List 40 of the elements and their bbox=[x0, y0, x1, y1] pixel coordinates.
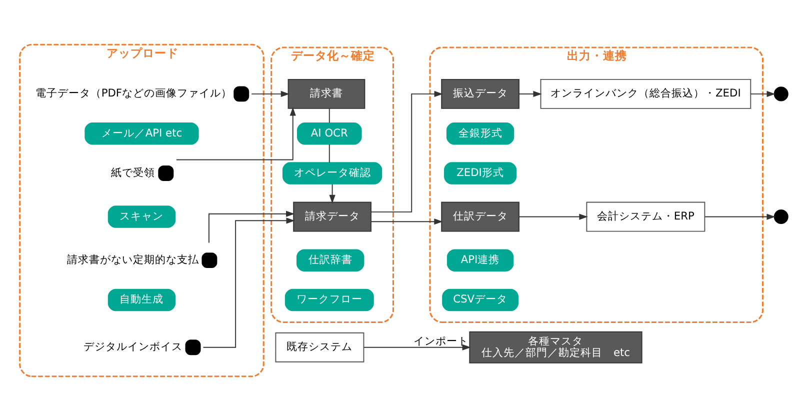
arrow bbox=[176, 106, 296, 160]
arrow bbox=[518, 90, 542, 96]
arrow bbox=[363, 344, 471, 350]
arrow bbox=[704, 213, 776, 220]
connector bbox=[328, 108, 330, 123]
node-box: メール／API etc bbox=[84, 122, 199, 144]
node-box: 請求書 bbox=[288, 78, 366, 108]
connector bbox=[328, 143, 330, 162]
node-box: 請求データ bbox=[293, 201, 372, 232]
node-label: 電子データ（PDFなどの画像ファイル） bbox=[35, 86, 232, 100]
node-box: AI OCR bbox=[296, 122, 362, 144]
node-box: スキャン bbox=[108, 205, 176, 228]
arrow bbox=[750, 90, 776, 96]
node-box: 全銀形式 bbox=[446, 122, 514, 144]
edge-label: インポート bbox=[413, 334, 468, 347]
node-box: 自動生成 bbox=[108, 288, 176, 311]
node-box: 会計システム・ERP bbox=[586, 201, 706, 232]
node-box: 仕訳辞書 bbox=[296, 248, 364, 271]
arrow bbox=[329, 183, 336, 204]
node-label: 請求書がない定期的な支払 bbox=[67, 252, 200, 266]
node-box: オンラインバンク（総合振込）・ZEDI bbox=[540, 78, 752, 108]
node-box: API連携 bbox=[446, 248, 514, 271]
node-circle bbox=[774, 86, 788, 101]
node-box: オペレータ確認 bbox=[282, 162, 382, 184]
node-box: 各種マスタ 仕入先／部門／勘定科目 etc bbox=[469, 330, 642, 363]
arrow bbox=[251, 90, 290, 96]
arrow bbox=[208, 210, 295, 243]
node-box: ZEDI形式 bbox=[444, 162, 517, 184]
arrow bbox=[370, 90, 443, 212]
arrow bbox=[370, 218, 443, 224]
node-box: 振込データ bbox=[441, 78, 520, 108]
arrow bbox=[202, 217, 295, 348]
node-label: デジタルインボイス bbox=[84, 340, 183, 353]
node-box: 既存システム bbox=[275, 332, 364, 362]
node-circle bbox=[774, 209, 788, 224]
arrow bbox=[518, 213, 588, 220]
node-box: ワークフロー bbox=[284, 288, 374, 311]
node-label: 紙で受領 bbox=[110, 165, 155, 178]
node-box: 仕訳データ bbox=[441, 201, 520, 232]
node-box: CSVデータ bbox=[442, 288, 518, 311]
